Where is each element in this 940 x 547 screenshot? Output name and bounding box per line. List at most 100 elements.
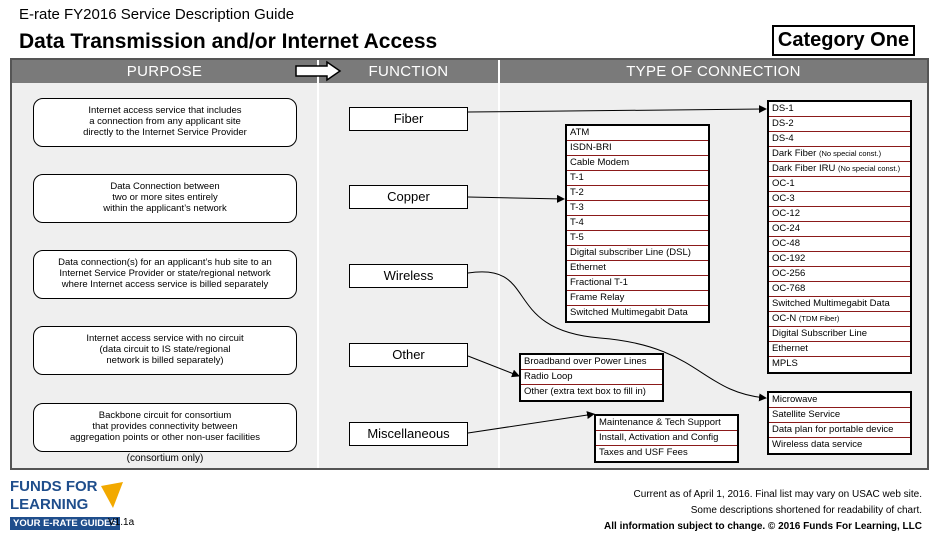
function-fiber: Fiber [349,107,468,131]
footer-line: Some descriptions shortened for readabil… [690,505,922,516]
list-item: Wireless data service [769,438,910,453]
list-item-label: Maintenance & Tech Support [599,417,721,428]
list-item: T-1 [567,171,708,186]
list-item-label: Switched Multimegabit Data [772,298,890,309]
list-item-note: (No special const.) [837,164,901,173]
list-item-label: ISDN-BRI [570,142,612,153]
list-item-label: Digital subscriber Line (DSL) [570,247,691,258]
footer-copyright: All information subject to change. © 201… [604,521,922,532]
list-item: OC-N (TDM Fiber) [769,312,910,327]
list-item: T-5 [567,231,708,246]
list-item-label: Dark Fiber [772,148,817,159]
list-item-label: Wireless data service [772,439,863,450]
list-item-label: Switched Multimegabit Data [570,307,688,318]
list-item: DS-4 [769,132,910,147]
list-item-label: Dark Fiber IRU [772,163,836,174]
list-item-label: OC-1 [772,178,795,189]
list-item-label: Radio Loop [524,371,573,382]
list-item: Frame Relay [567,291,708,306]
list-item: Ethernet [567,261,708,276]
list-item: OC-192 [769,252,910,267]
logo-tagline: YOUR E-RATE GUIDES [10,517,120,530]
list-item-label: ATM [570,127,590,138]
header-arrow-icon [295,60,342,82]
wireless-connector [467,271,767,402]
consortium-note: (consortium only) [126,453,204,464]
list-item-label: Frame Relay [570,292,625,303]
list-item: Other (extra text box to fill in) [521,385,662,400]
purpose-box: Internet access service with no circuit … [33,326,297,375]
list-item: T-3 [567,201,708,216]
list-item-label: OC-12 [772,208,800,219]
list-item-label: DS-4 [772,133,794,144]
function-header: FUNCTION [319,60,498,83]
misc-connector [467,411,595,434]
list-item-label: OC-3 [772,193,795,204]
list-item-label: DS-2 [772,118,794,129]
category-badge: Category One [772,25,915,56]
list-item-label: Fractional T-1 [570,277,628,288]
purpose-box: Internet access service that includes a … [33,98,297,147]
fiber-connector [467,105,767,114]
list-item: Radio Loop [521,370,662,385]
list-item: Digital subscriber Line (DSL) [567,246,708,261]
type-header: TYPE OF CONNECTION [500,60,927,83]
list-item-label: Taxes and USF Fees [599,447,688,458]
function-wireless: Wireless [349,264,468,288]
list-item-label: Install, Activation and Config [599,432,719,443]
list-item: Taxes and USF Fees [596,446,737,461]
list-item-label: DS-1 [772,103,794,114]
footer-note: Current as of April 1, 2016. Final list … [604,487,922,535]
list-item-label: T-5 [570,232,584,243]
list-item-label: OC-N [772,313,797,324]
list-item: Digital Subscriber Line [769,327,910,342]
list-item: OC-48 [769,237,910,252]
list-item-label: T-2 [570,187,584,198]
list-item: DS-2 [769,117,910,132]
list-item-label: Digital Subscriber Line [772,328,868,339]
page-title: Data Transmission and/or Internet Access [19,30,438,53]
list-item: Fractional T-1 [567,276,708,291]
list-item: Data plan for portable device [769,423,910,438]
list-item: Broadband over Power Lines [521,355,662,370]
list-item: ISDN-BRI [567,141,708,156]
version-label: V1.1a [108,517,135,528]
list-item-label: T-4 [570,217,584,228]
list-item: T-4 [567,216,708,231]
funds-for-learning-logo [7,480,123,516]
list-item-label: Ethernet [772,343,808,354]
list-item-label: OC-24 [772,223,800,234]
list-item-label: OC-256 [772,268,806,279]
list-item: OC-1 [769,177,910,192]
logo-line-1: FUNDS FOR [10,478,98,495]
list-item: Ethernet [769,342,910,357]
list-item: ATM [567,126,708,141]
list-item: Install, Activation and Config [596,431,737,446]
purpose-header: PURPOSE [12,60,317,83]
purpose-box: Data Connection between two or more site… [33,174,297,223]
list-item-note: (TDM Fiber) [798,314,840,323]
list-item: OC-256 [769,267,910,282]
list-item: Satellite Service [769,408,910,423]
purpose-box: Backbone circuit for consortium that pro… [33,403,297,452]
function-copper: Copper [349,185,468,209]
list-item-note: (No special const.) [818,149,882,158]
list-item-label: T-3 [570,202,584,213]
list-item: OC-24 [769,222,910,237]
list-item-label: Broadband over Power Lines [524,356,647,367]
list-item: OC-12 [769,207,910,222]
list-item-label: Other (extra text box to fill in) [524,386,646,397]
list-item-label: OC-48 [772,238,800,249]
list-item: OC-768 [769,282,910,297]
list-item-label: OC-192 [772,253,806,264]
list-item-label: OC-768 [772,283,806,294]
list-item-label: T-1 [570,172,584,183]
list-item: Dark Fiber IRU (No special const.) [769,162,910,177]
list-item-label: MPLS [772,358,798,369]
function-other: Other [349,343,468,367]
list-item: Microwave [769,393,910,408]
list-item-label: Cable Modem [570,157,630,168]
